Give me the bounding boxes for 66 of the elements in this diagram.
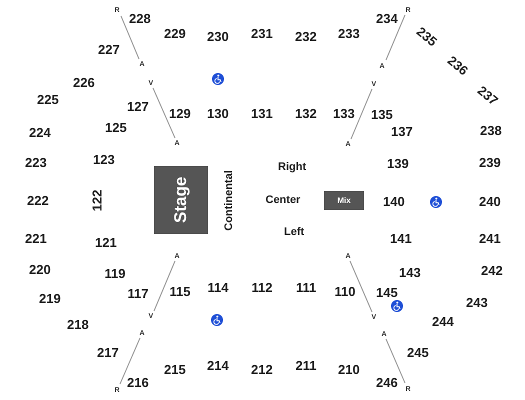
section-number: 217 — [97, 346, 119, 358]
section-number: 246 — [376, 376, 398, 388]
section-number: 243 — [466, 296, 488, 308]
mix-block: Mix — [324, 191, 364, 210]
section-number: 127 — [127, 100, 149, 112]
section-number: 240 — [479, 194, 501, 208]
section-number: 210 — [338, 362, 360, 376]
section-number: 234 — [376, 12, 398, 24]
section-number: 131 — [251, 106, 273, 120]
section-number: 215 — [164, 362, 186, 376]
section-number: 121 — [95, 236, 117, 248]
section-number: 225 — [37, 92, 59, 106]
section-number: 119 — [104, 266, 126, 280]
section-number: 229 — [164, 26, 186, 40]
section-number: 231 — [251, 26, 273, 40]
area-label: Center — [266, 194, 300, 206]
section-number: 223 — [25, 156, 47, 168]
section-number: 135 — [371, 108, 393, 120]
section-number: 143 — [399, 266, 421, 278]
section-number: 141 — [390, 232, 412, 244]
section-number: 130 — [207, 106, 229, 120]
section-number: 239 — [479, 156, 501, 168]
section-number: 235 — [414, 24, 440, 48]
section-number: 137 — [391, 124, 413, 138]
section-number: 224 — [29, 126, 51, 138]
section-number: 245 — [407, 346, 429, 358]
section-number: 220 — [29, 262, 51, 276]
section-number: 221 — [25, 232, 47, 244]
section-number: 242 — [481, 264, 503, 276]
section-number: 129 — [169, 106, 191, 120]
section-number: 123 — [93, 152, 115, 166]
section-number: 227 — [98, 42, 120, 56]
section-number: 228 — [129, 12, 151, 24]
section-number: 125 — [105, 120, 127, 134]
section-number: 219 — [39, 292, 61, 304]
section-number: 140 — [383, 194, 405, 208]
section-number: 211 — [296, 358, 316, 372]
section-number: 110 — [334, 284, 356, 298]
section-number: 226 — [73, 76, 95, 88]
section-number: 117 — [128, 286, 148, 300]
section-number: 218 — [67, 318, 89, 330]
section-number: 232 — [295, 30, 317, 42]
section-number: 222 — [27, 194, 49, 206]
section-number: 244 — [432, 314, 454, 328]
section-number: 216 — [127, 376, 149, 388]
section-number: 112 — [252, 280, 272, 294]
section-number: 233 — [338, 26, 360, 40]
section-number: 212 — [251, 362, 273, 376]
section-number: 111 — [296, 280, 316, 294]
section-number: 133 — [333, 106, 355, 120]
area-label: Right — [278, 162, 306, 172]
section-number: 214 — [207, 358, 229, 372]
section-number: 145 — [376, 286, 398, 298]
section-number: 241 — [479, 232, 501, 244]
stage-block: Stage — [154, 166, 208, 234]
section-number: 114 — [208, 280, 228, 294]
section-number: 237 — [475, 83, 500, 107]
section-number: 230 — [207, 30, 229, 42]
section-number: 132 — [295, 106, 317, 120]
section-number: 115 — [170, 284, 190, 298]
section-number: 238 — [480, 124, 502, 136]
section-number: 236 — [445, 53, 470, 77]
section-number: 139 — [387, 156, 409, 170]
section-number: 122 — [90, 189, 104, 211]
area-label: Continental — [223, 170, 234, 230]
area-label: Left — [284, 226, 304, 238]
